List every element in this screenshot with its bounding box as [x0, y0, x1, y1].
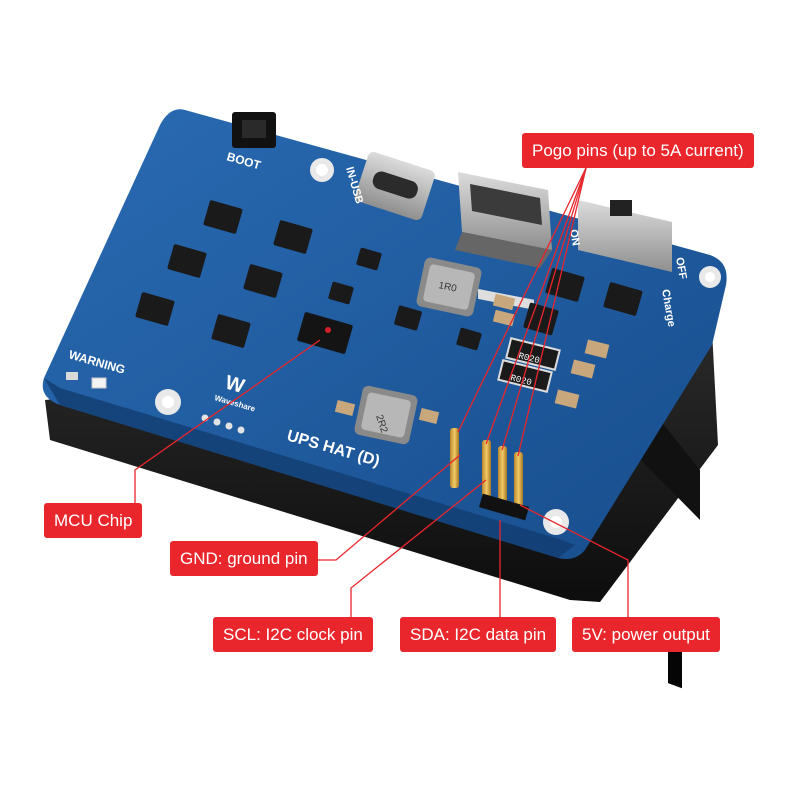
warning-leds — [66, 372, 107, 389]
usb-a-port — [455, 172, 552, 310]
power-switch — [578, 200, 672, 272]
usb-c-port — [355, 152, 435, 220]
mounting-holes — [155, 158, 721, 535]
leader-gnd — [318, 454, 461, 561]
leader-pogo-1 — [457, 167, 587, 433]
leader-pogo-4 — [517, 167, 587, 457]
capacitors — [334, 293, 610, 424]
inductors — [354, 257, 482, 445]
ic-chips — [135, 200, 643, 351]
callout-scl-pin: SCL: I2C clock pin — [213, 617, 373, 652]
off-label: OFF — [673, 256, 689, 280]
callout-gnd-pin: GND: ground pin — [170, 541, 318, 576]
leader-mcu — [134, 339, 321, 503]
callout-sda-pin: SDA: I2C data pin — [400, 617, 557, 652]
sense-resistors — [497, 337, 561, 393]
inductor-1-label: 1R0 — [437, 280, 458, 295]
callout-mcu-chip: MCU Chip — [44, 503, 143, 538]
leader-lines — [134, 167, 629, 617]
leader-pogo-3 — [501, 167, 587, 451]
leader-5v — [519, 504, 629, 617]
leader-scl — [350, 479, 487, 617]
pogo-pins — [450, 428, 529, 521]
leader-pogo-2 — [485, 167, 587, 445]
boot-button — [232, 112, 276, 148]
mcu-chip — [297, 312, 353, 354]
callout-5v-output: 5V: power output — [572, 617, 720, 652]
callout-pogo-pins: Pogo pins (up to 5A current) — [522, 133, 754, 168]
